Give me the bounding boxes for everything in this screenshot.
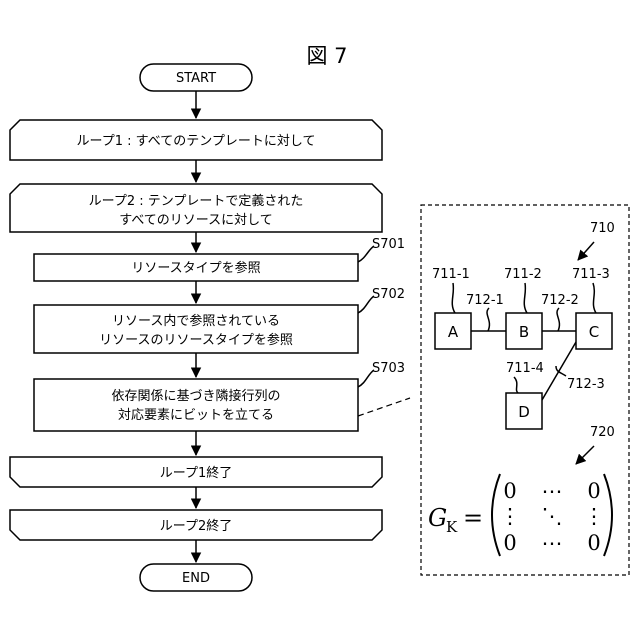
step-s701-label: リソースタイプを参照 <box>131 260 260 276</box>
loop2-begin-label-line2: すべてのリソースに対して <box>119 213 273 228</box>
loop2-end-label: ループ2終了 <box>160 518 233 534</box>
start-label: START <box>176 71 216 86</box>
graph-ref-arrow <box>578 242 594 260</box>
matrix-cell: 0 <box>503 479 516 503</box>
matrix-right-paren <box>604 474 612 556</box>
matrix-cell: ⋯ <box>542 479 563 503</box>
step-s702-label-line1: リソース内で参照されている <box>112 313 280 329</box>
flowchart: START ループ1 : すべてのテンプレートに対して ループ2 : テンプレー… <box>10 64 410 591</box>
matrix-ref-arrow <box>576 446 594 464</box>
step-s702-id: S702 <box>372 287 405 302</box>
edge-ab-ref-leader <box>487 308 489 331</box>
node-d-ref-leader <box>514 377 518 393</box>
loop1-end-label: ループ1終了 <box>160 465 233 481</box>
node-b-label: B <box>519 323 529 341</box>
step-s703-label-line1: 依存関係に基づき隣接行列の <box>111 388 280 404</box>
step-s703-label-line2: 対応要素にビットを立てる <box>118 408 274 423</box>
node-a-ref: 711-1 <box>432 267 470 282</box>
matrix-cell: ⋮ <box>584 504 605 528</box>
node-d-ref: 711-4 <box>506 361 544 376</box>
node-a-label: A <box>448 323 459 341</box>
loop2-begin-label-line1: ループ2 : テンプレートで定義された <box>89 193 304 209</box>
matrix-symbol: G <box>428 504 447 532</box>
matrix-cell: 0 <box>503 531 516 555</box>
matrix-cell: ⋮ <box>500 504 521 528</box>
step-s703-id: S703 <box>372 361 405 376</box>
edge-cd-ref: 712-3 <box>567 377 605 392</box>
adjacency-matrix: 720 G K = 0 ⋯ 0 ⋮ ⋱ ⋮ 0 ⋯ 0 <box>428 425 615 556</box>
figure-title: 図 7 <box>306 44 347 68</box>
node-b-ref: 711-2 <box>504 267 542 282</box>
node-c-ref-leader <box>593 283 596 313</box>
step-s702-label-line2: リソースのリソースタイプを参照 <box>99 332 293 348</box>
edge-bc-ref: 712-2 <box>541 293 579 308</box>
node-c-ref: 711-3 <box>572 267 610 282</box>
matrix-ref: 720 <box>590 425 615 440</box>
end-label: END <box>182 571 210 586</box>
resource-graph: 710 711-1 711-2 711-3 712-1 712-2 712-3 … <box>432 221 615 429</box>
matrix-cell: ⋯ <box>542 531 563 555</box>
loop1-begin-label: ループ1 : すべてのテンプレートに対して <box>77 134 316 149</box>
step-s701-id: S701 <box>372 237 405 252</box>
node-b-ref-leader <box>524 283 527 313</box>
matrix-cell: 0 <box>587 531 600 555</box>
edge-ab-ref: 712-1 <box>466 293 504 308</box>
matrix-equals: = <box>463 504 483 532</box>
s703-detail-link <box>358 398 410 416</box>
graph-ref: 710 <box>590 221 615 236</box>
matrix-cell: ⋱ <box>542 504 563 528</box>
matrix-cell: 0 <box>587 479 600 503</box>
node-c-label: C <box>589 323 599 341</box>
edge-bc-ref-leader <box>557 308 559 331</box>
matrix-subscript: K <box>446 518 458 536</box>
node-a-ref-leader <box>452 283 455 313</box>
step-s703-box <box>34 379 358 431</box>
node-d-label: D <box>518 403 530 421</box>
